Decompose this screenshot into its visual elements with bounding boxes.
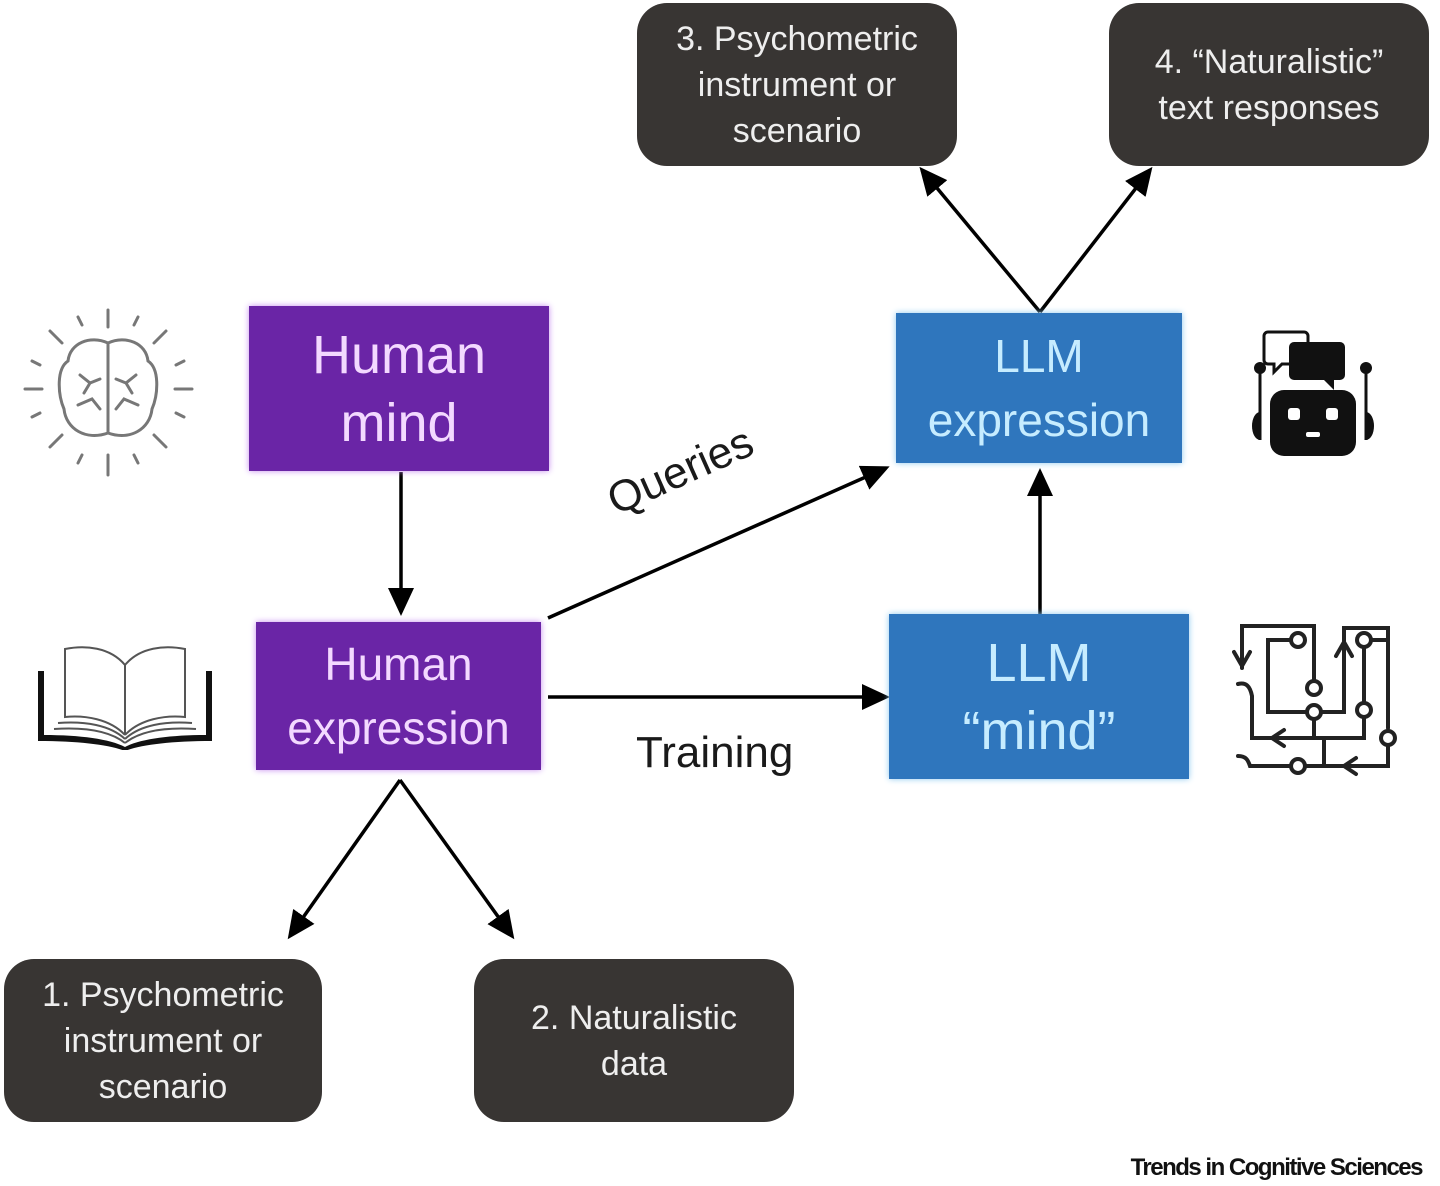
- box-1-psychometric: 1. Psychometric instrument or scenario: [4, 959, 322, 1122]
- human-expression-node: Human expression: [256, 622, 541, 770]
- llm-expression-node: LLM expression: [896, 313, 1182, 463]
- arrow-to-box2: [398, 778, 515, 940]
- arrow-to-box4: [1038, 166, 1153, 314]
- training-label: Training: [636, 728, 794, 777]
- open-book-icon: [38, 646, 212, 750]
- arrow-to-box3: [919, 166, 1042, 314]
- box-4-naturalistic-responses: 4. “Naturalistic” text responses: [1109, 3, 1429, 166]
- brain-icon: [23, 308, 194, 477]
- robot-chat-icon: [1252, 330, 1374, 456]
- human-mind-node: Human mind: [249, 306, 549, 471]
- circuit-icon: [1232, 624, 1397, 776]
- journal-credit: Trends in Cognitive Sciences: [1130, 1154, 1424, 1181]
- arrow-queries: [547, 465, 890, 620]
- box-2-naturalistic-data: 2. Naturalistic data: [474, 959, 794, 1122]
- llm-mind-node: LLM “mind”: [889, 614, 1189, 779]
- arrow-to-box1: [287, 778, 402, 940]
- box-3-psychometric: 3. Psychometric instrument or scenario: [637, 3, 957, 166]
